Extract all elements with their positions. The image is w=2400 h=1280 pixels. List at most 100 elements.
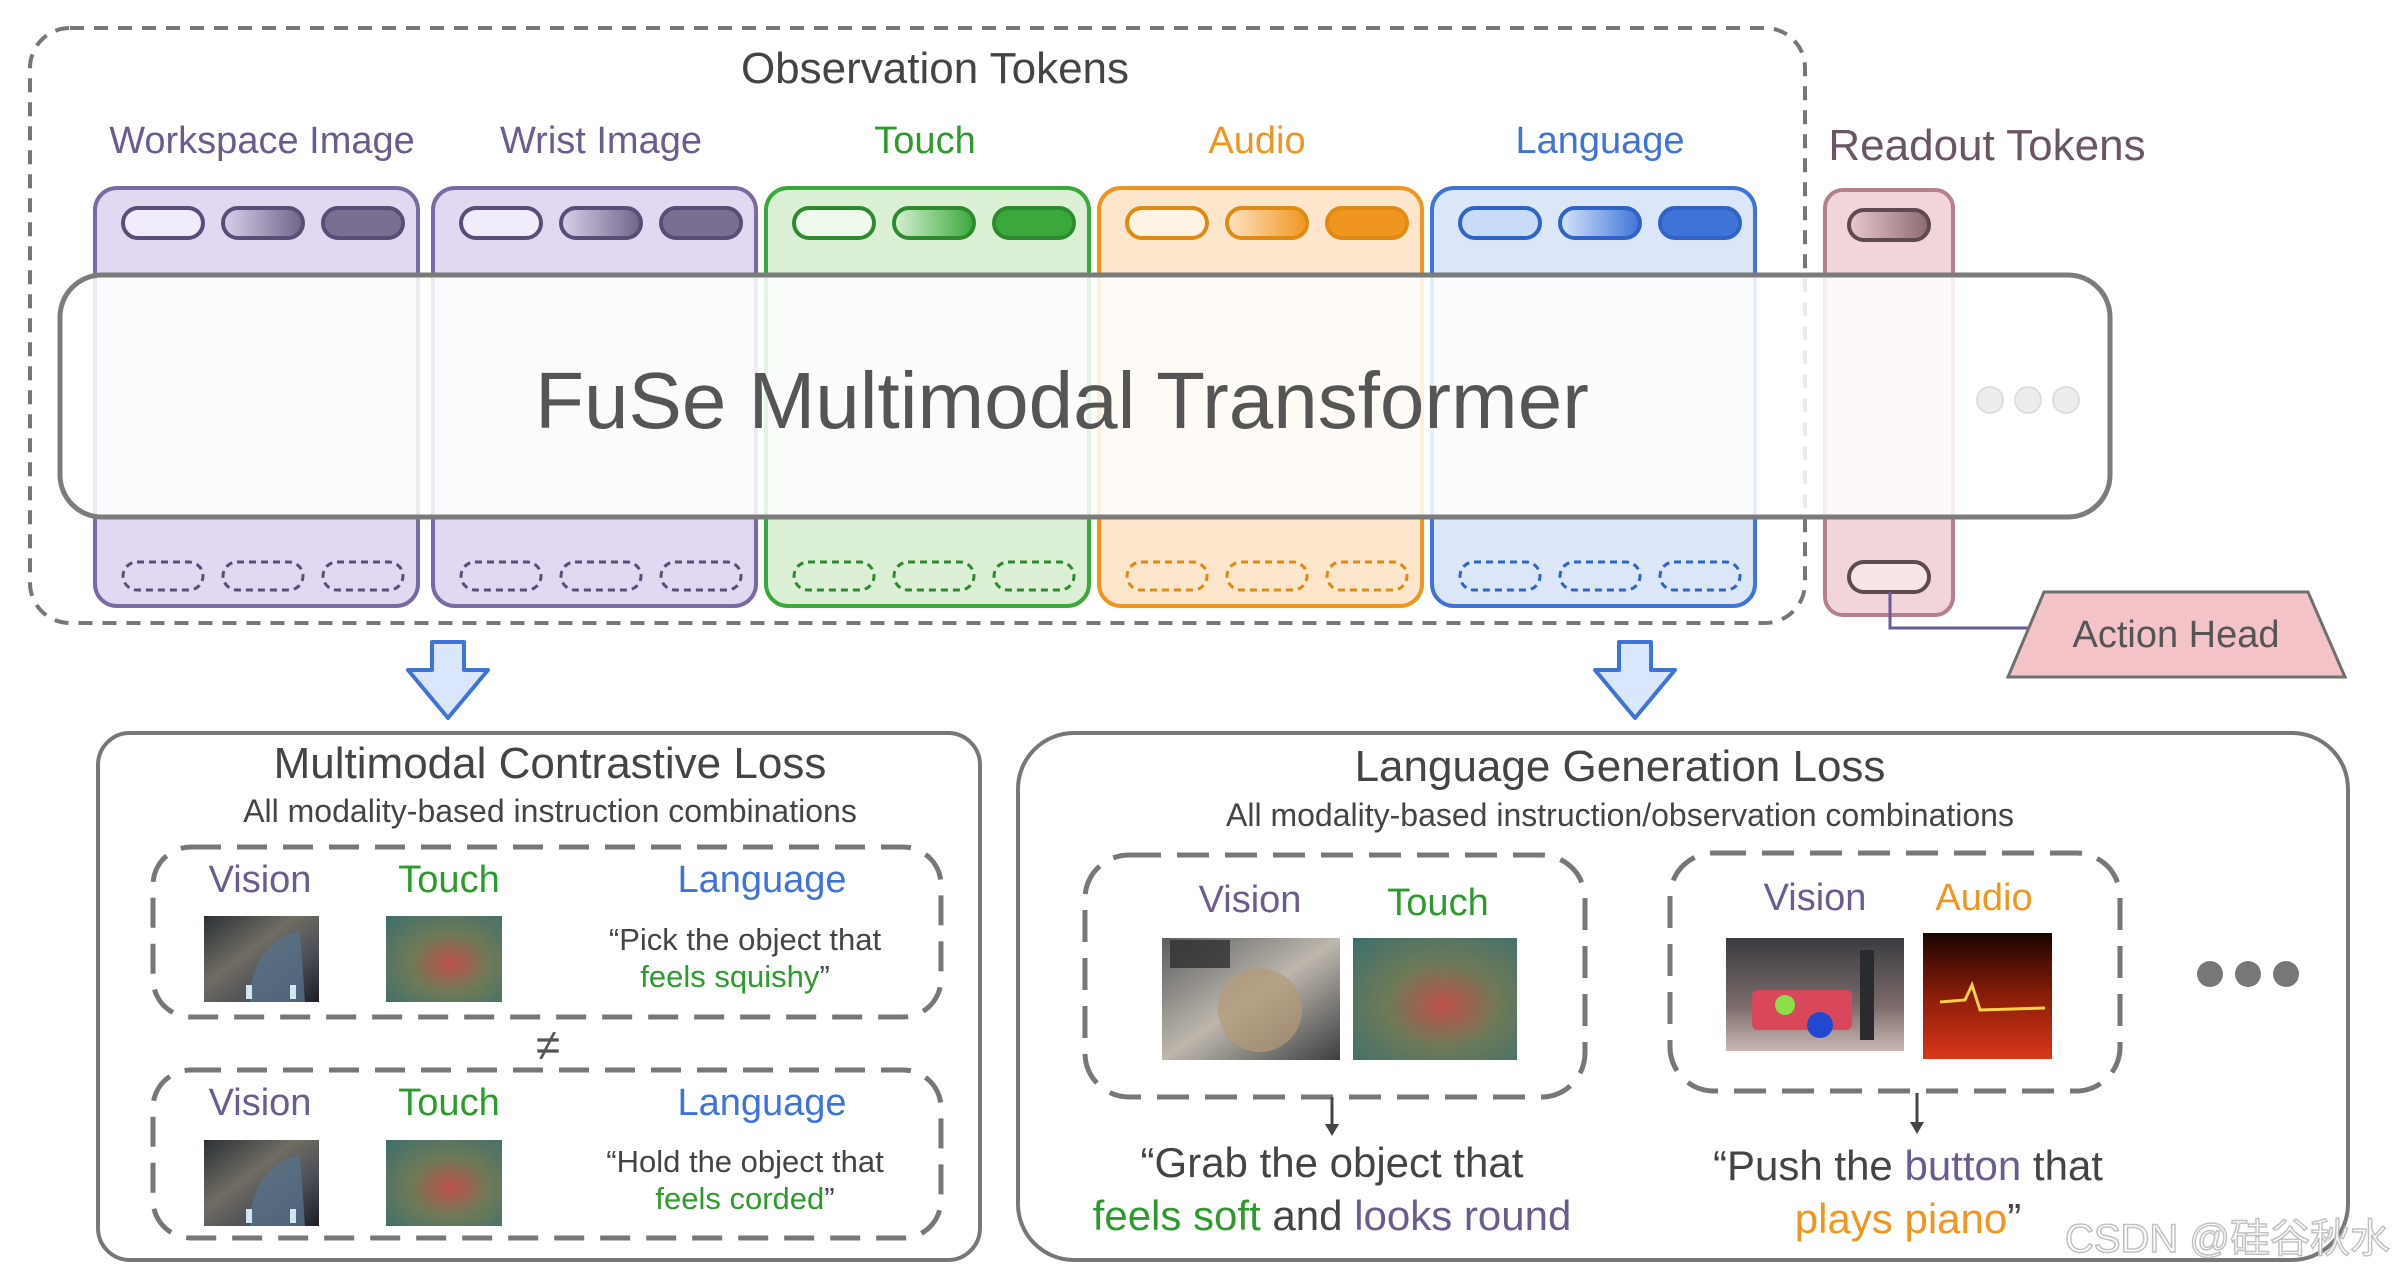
output-token [1125, 560, 1209, 592]
input-token [1458, 206, 1542, 240]
input-token [321, 206, 405, 240]
example-2-caption-that: that [2021, 1142, 2103, 1189]
input-token [559, 206, 643, 240]
example-2-quote-close: ” [2007, 1195, 2021, 1242]
pair-2-touch-label: Touch [398, 1082, 499, 1124]
pair-2-quote-line1: “Hold the object that [606, 1144, 884, 1179]
down-arrow-generation [1593, 640, 1677, 720]
contrastive-loss-subtitle: All modality-based instruction combinati… [243, 793, 857, 829]
action-head-connector [1888, 592, 2040, 630]
generation-example-2 [1667, 850, 2123, 1094]
example-2-audio-label: Audio [1935, 877, 2032, 919]
input-token [1225, 206, 1309, 240]
example-2-vision-image [1726, 938, 1904, 1051]
output-token [321, 560, 405, 592]
modality-label-wrist-image: Wrist Image [500, 120, 702, 162]
output-token [1225, 560, 1309, 592]
input-token [1658, 206, 1742, 240]
fuse-multimodal-transformer [57, 272, 2113, 520]
down-arrow-contrastive [406, 640, 490, 720]
modality-label-touch: Touch [874, 120, 975, 162]
readout-output-token [1847, 560, 1931, 594]
example-1-touch-image [1353, 938, 1517, 1060]
example-1-touch-phrase: feels soft [1093, 1192, 1261, 1239]
pair-1-vision-label: Vision [209, 859, 312, 901]
output-token [1658, 560, 1742, 592]
output-token [221, 560, 305, 592]
contrastive-loss-panel [96, 731, 982, 1262]
readout-input-token [1847, 208, 1931, 242]
output-token [459, 560, 543, 592]
input-token [459, 206, 543, 240]
pair-1-touch-label: Touch [398, 859, 499, 901]
pair-2-touch-image [386, 1140, 502, 1226]
input-token [121, 206, 205, 240]
example-1-vision-label: Vision [1199, 879, 1302, 921]
pair-1-language-label: Language [677, 859, 846, 901]
example-2-caption-line1: “Push the button that [1713, 1142, 2103, 1189]
observation-tokens-title: Observation Tokens [741, 44, 1129, 93]
more-examples-ellipsis [2197, 961, 2299, 987]
input-token [1558, 206, 1642, 240]
modality-label-language: Language [1515, 120, 1684, 162]
contrastive-loss-title: Multimodal Contrastive Loss [274, 739, 827, 788]
output-token [1558, 560, 1642, 592]
example-2-arrowhead [1910, 1122, 1924, 1134]
example-1-touch-label: Touch [1387, 882, 1488, 924]
output-token [992, 560, 1076, 592]
example-1-caption-line1: “Grab the object that [1141, 1139, 1524, 1186]
input-token [1325, 206, 1409, 240]
readout-tokens-title: Readout Tokens [1828, 121, 2145, 170]
example-1-vision-phrase: looks round [1354, 1192, 1571, 1239]
example-2-audio-spectrogram [1923, 933, 2052, 1059]
pair-1-quote-line2: feels squishy” [640, 959, 830, 994]
pair-1-quote-line1: “Pick the object that [609, 922, 882, 957]
example-1-arrowhead [1325, 1124, 1339, 1136]
output-token [792, 560, 876, 592]
output-token [121, 560, 205, 592]
pair-2-quote-line2: feels corded” [655, 1181, 834, 1216]
input-token [1125, 206, 1209, 240]
modality-label-workspace-image: Workspace Image [109, 120, 415, 162]
example-2-vision-phrase: button [1904, 1142, 2021, 1189]
example-1-caption-line2: feels soft and looks round [1093, 1192, 1572, 1239]
pair-1-touch-image [386, 916, 502, 1002]
pair-2-quote-close: ” [824, 1181, 834, 1216]
output-token [659, 560, 743, 592]
example-2-vision-label: Vision [1764, 877, 1867, 919]
input-token [792, 206, 876, 240]
language-generation-subtitle: All modality-based instruction/observati… [1226, 797, 2014, 833]
language-generation-panel [1016, 731, 2350, 1262]
modality-label-audio: Audio [1208, 120, 1305, 162]
example-2-audio-phrase: plays piano [1795, 1195, 2007, 1242]
example-2-caption-start: “Push the [1713, 1142, 1904, 1189]
pair-1-quote-close: ” [819, 959, 829, 994]
input-token [992, 206, 1076, 240]
pair-1-vision-image [204, 916, 319, 1002]
action-head [2005, 590, 2348, 679]
pair-2-vision-label: Vision [209, 1082, 312, 1124]
generation-example-1 [1082, 852, 1588, 1100]
watermark: CSDN @硅谷秋水 [2065, 1217, 2390, 1261]
observation-tokens-group [28, 26, 1807, 625]
not-equal-sign: ≠ [536, 1021, 560, 1070]
pair-1-quote-modality-text: feels squishy [640, 959, 820, 994]
example-2-caption-line2: plays piano” [1795, 1195, 2021, 1242]
pair-2-language-label: Language [677, 1082, 846, 1124]
pair-2-quote-modality-text: feels corded [655, 1181, 824, 1216]
output-token [1458, 560, 1542, 592]
example-1-vision-image [1162, 938, 1340, 1060]
language-generation-title: Language Generation Loss [1355, 742, 1886, 791]
input-token [659, 206, 743, 240]
input-token [892, 206, 976, 240]
output-token [1325, 560, 1409, 592]
example-1-and: and [1261, 1192, 1354, 1239]
input-token [221, 206, 305, 240]
transformer-label: FuSe Multimodal Transformer [535, 356, 1589, 445]
more-readout-tokens-ellipsis [1976, 386, 2080, 414]
action-head-label: Action Head [2072, 614, 2279, 656]
pair-2-vision-image [204, 1140, 319, 1226]
output-token [559, 560, 643, 592]
output-token [892, 560, 976, 592]
